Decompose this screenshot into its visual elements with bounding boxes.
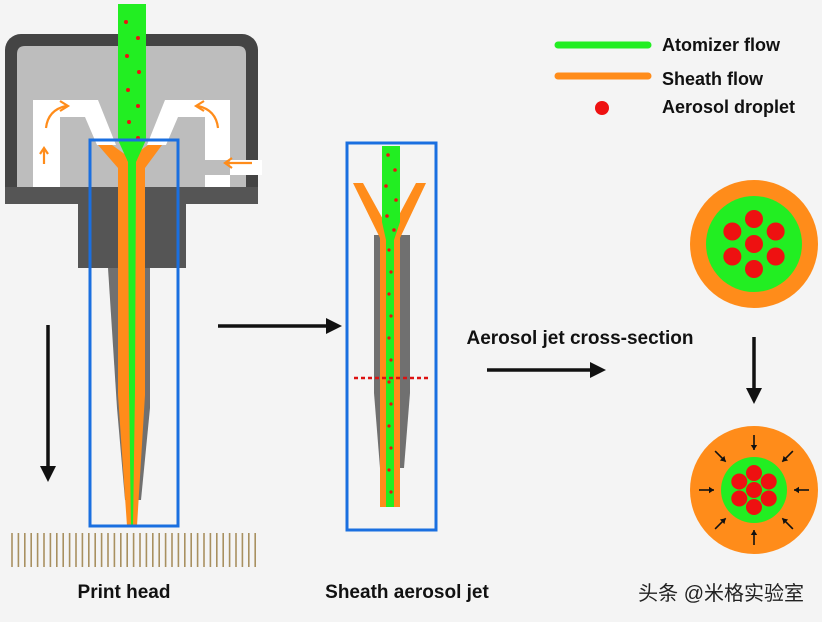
jet-droplet	[393, 168, 397, 172]
print-head-droplet	[137, 70, 141, 74]
cs2-droplet	[746, 499, 762, 515]
print-head-label: Print head	[78, 582, 171, 603]
cs1-droplet	[766, 247, 785, 266]
cs2-droplet	[731, 490, 748, 507]
jet-droplet	[389, 270, 393, 274]
cs1-droplet	[745, 260, 763, 278]
jet-droplet	[387, 248, 391, 252]
jet-droplet	[389, 358, 393, 362]
cs2-droplet	[760, 490, 777, 507]
sheath-direction-arrows	[39, 100, 252, 169]
cs1-droplet	[745, 235, 763, 253]
cs1-droplets	[723, 210, 785, 278]
right-sheath-channel	[147, 100, 262, 187]
legend-label-droplet: Aerosol droplet	[662, 97, 795, 117]
jet-droplet	[387, 336, 391, 340]
jet-droplet	[387, 292, 391, 296]
legend-label-atomizer: Atomizer flow	[662, 35, 781, 55]
arrow-to-jet	[218, 318, 342, 334]
cs2-compression-arrows	[699, 435, 809, 545]
jet-droplet	[394, 198, 398, 202]
legend-label-sheath: Sheath flow	[662, 69, 764, 89]
compression-arrowhead	[719, 518, 726, 525]
substrate-pattern	[11, 533, 256, 567]
print-head	[5, 4, 262, 528]
print-head-droplets	[124, 20, 141, 140]
arrow-to-cross-section	[487, 362, 606, 378]
down-arrow-head	[40, 466, 56, 482]
sheath-arrow-right-curve	[197, 104, 220, 129]
jet-droplet	[389, 490, 393, 494]
down-arrow	[40, 325, 56, 482]
jet-droplet	[387, 468, 391, 472]
arrow-to-cross-section-head	[590, 362, 606, 378]
legend: Atomizer flow Sheath flow Aerosol drople…	[554, 35, 795, 117]
cross-section-focused	[690, 426, 818, 554]
left-sheath-channel	[33, 100, 116, 187]
sheath-arrowhead-left-curve	[59, 100, 71, 112]
legend-swatch-droplet	[595, 101, 609, 115]
compression-arrowhead	[782, 518, 789, 525]
jet-highlight-box	[345, 141, 438, 532]
cross-section-arrow	[746, 337, 762, 404]
cross-section-arrow-head	[746, 388, 762, 404]
print-head-droplet	[125, 54, 129, 58]
sheath-arrowhead-up	[39, 146, 49, 155]
sheath-arrow-left-curve	[44, 104, 67, 129]
cross-section-initial	[690, 180, 818, 308]
compression-arrowhead	[782, 455, 789, 462]
print-head-droplet	[136, 36, 140, 40]
sheath-aerosol-jet	[345, 141, 438, 532]
jet-droplet	[384, 184, 388, 188]
jet-droplet	[389, 314, 393, 318]
print-head-highlight-box	[88, 138, 180, 528]
cs1-droplet	[745, 210, 763, 228]
print-head-droplet	[136, 104, 140, 108]
jet-droplets	[384, 153, 398, 494]
cs1-droplet	[723, 222, 742, 241]
jet-droplet	[389, 446, 393, 450]
cross-section-label: Aerosol jet cross-section	[466, 328, 693, 349]
compression-arrowhead	[719, 455, 726, 462]
print-head-droplet	[127, 120, 131, 124]
compression-arrowhead	[750, 530, 758, 535]
print-head-droplet	[126, 88, 130, 92]
watermark: 头条 @米格实验室	[638, 582, 804, 605]
cs1-droplet	[723, 247, 742, 266]
jet-droplet	[387, 380, 391, 384]
jet-droplet	[386, 153, 390, 157]
cs2-droplet	[746, 465, 762, 481]
print-head-droplet	[124, 20, 128, 24]
print-head-atomizer-flow	[118, 4, 146, 526]
jet-atomizer-flow	[382, 146, 400, 507]
arrow-to-jet-head	[326, 318, 342, 334]
jet-droplet	[385, 214, 389, 218]
jet-droplet	[389, 402, 393, 406]
sheath-arrowhead-inlet	[223, 157, 233, 169]
cs2-droplets	[731, 465, 777, 515]
compression-arrowhead	[709, 486, 714, 494]
sheath-arrowhead-right-curve	[193, 100, 205, 112]
compression-arrowhead	[794, 486, 799, 494]
jet-droplet	[387, 424, 391, 428]
sheath-jet-label: Sheath aerosol jet	[325, 582, 489, 603]
cs2-droplet	[746, 482, 762, 498]
cs2-droplet	[731, 473, 748, 490]
cs1-droplet	[766, 222, 785, 241]
jet-droplet	[392, 228, 396, 232]
cs2-droplet	[760, 473, 777, 490]
compression-arrowhead	[750, 445, 758, 450]
